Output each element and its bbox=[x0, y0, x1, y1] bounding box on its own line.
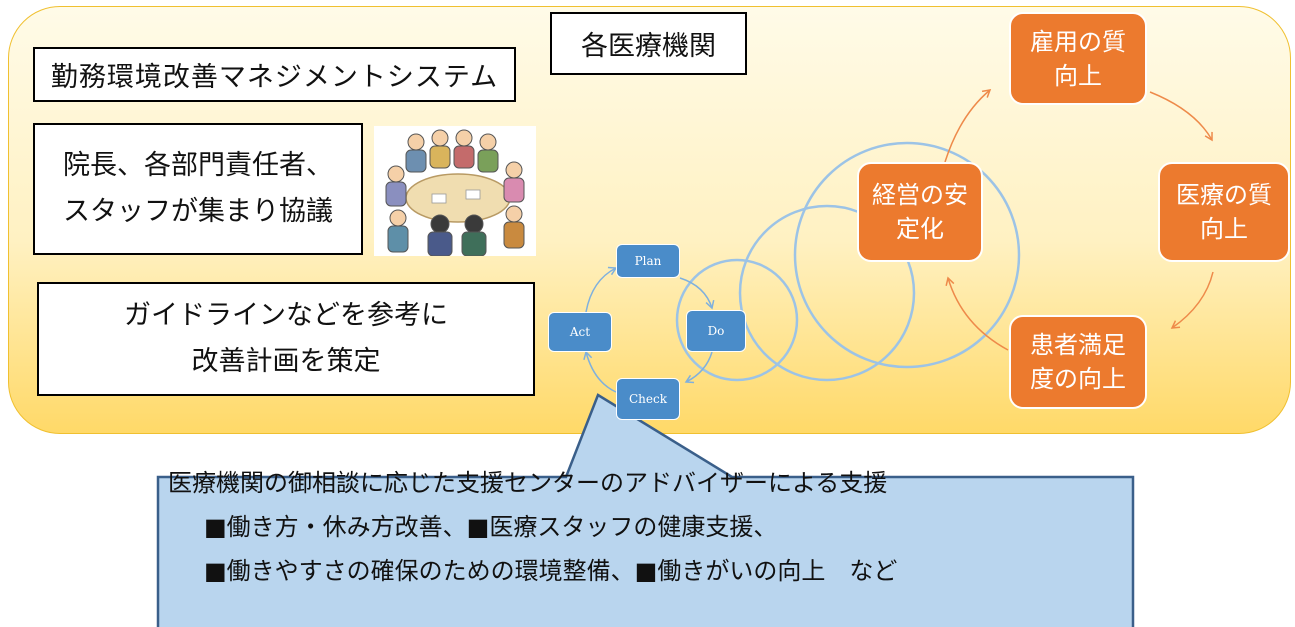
staff-line-1: 院長、各部門責任者、 bbox=[63, 150, 333, 181]
spiral-circle-medium bbox=[738, 204, 916, 382]
outcome-medical-quality: 医療の質 向上 bbox=[1158, 162, 1290, 262]
pdca-plan-box: Plan bbox=[616, 244, 680, 278]
arrow-plan-to-do bbox=[679, 277, 715, 310]
spiral-circle-large bbox=[793, 141, 1021, 369]
arrow-check-to-act bbox=[583, 350, 617, 393]
outcome-patient-line-2: 度の向上 bbox=[1030, 365, 1126, 393]
outcome-stable-management: 経営の安 定化 bbox=[857, 162, 983, 262]
arrow-to-patient bbox=[1170, 271, 1214, 329]
guideline-box: ガイドラインなどを参考に 改善計画を策定 bbox=[37, 282, 535, 396]
pdca-act-box: Act bbox=[548, 312, 612, 352]
staff-meeting-box: 院長、各部門責任者、 スタッフが集まり協議 bbox=[33, 123, 363, 255]
callout-line-3: ■働きやすさの確保のための環境整備、■働きがいの向上 など bbox=[204, 557, 898, 585]
arrow-to-stable bbox=[945, 276, 1009, 351]
outcome-employment-quality: 雇用の質 向上 bbox=[1009, 12, 1147, 105]
guide-line-2: 改善計画を策定 bbox=[191, 346, 381, 377]
arrow-to-medical bbox=[1149, 91, 1213, 142]
system-title-box: 勤務環境改善マネジメントシステム bbox=[33, 47, 516, 102]
outcome-stable-line-2: 定化 bbox=[896, 215, 944, 243]
outcome-employment-line-2: 向上 bbox=[1054, 61, 1102, 90]
callout-shape bbox=[156, 393, 1135, 627]
callout-line-2: ■働き方・休み方改善、■医療スタッフの健康支援、 bbox=[204, 513, 778, 541]
outcome-stable-line-1: 経営の安 bbox=[872, 181, 968, 209]
support-callout-text: 医療機関の御相談に応じた支援センターのアドバイザーによる支援 ■働き方・休み方改… bbox=[168, 461, 1178, 593]
org-label-box: 各医療機関 bbox=[550, 12, 747, 75]
outcome-employment-line-1: 雇用の質 bbox=[1030, 27, 1126, 56]
outcome-medical-line-1: 医療の質 bbox=[1176, 181, 1272, 209]
callout-line-1: 医療機関の御相談に応じた支援センターのアドバイザーによる支援 bbox=[168, 469, 888, 497]
spiral-circle-small bbox=[675, 258, 799, 382]
staff-line-2: スタッフが集まり協議 bbox=[63, 196, 333, 227]
meeting-people-illustration bbox=[374, 126, 536, 256]
pdca-check-box: Check bbox=[616, 378, 680, 420]
outcome-patient-satisfaction: 患者満足 度の向上 bbox=[1009, 315, 1147, 409]
pdca-do-box: Do bbox=[686, 310, 746, 352]
outcome-patient-line-1: 患者満足 bbox=[1030, 331, 1126, 359]
guide-line-1: ガイドラインなどを参考に bbox=[124, 300, 448, 331]
outcome-medical-line-2: 向上 bbox=[1200, 215, 1248, 243]
arrow-do-to-check bbox=[684, 351, 713, 384]
arrow-act-to-plan bbox=[585, 266, 618, 313]
arrow-to-employment bbox=[944, 89, 992, 163]
